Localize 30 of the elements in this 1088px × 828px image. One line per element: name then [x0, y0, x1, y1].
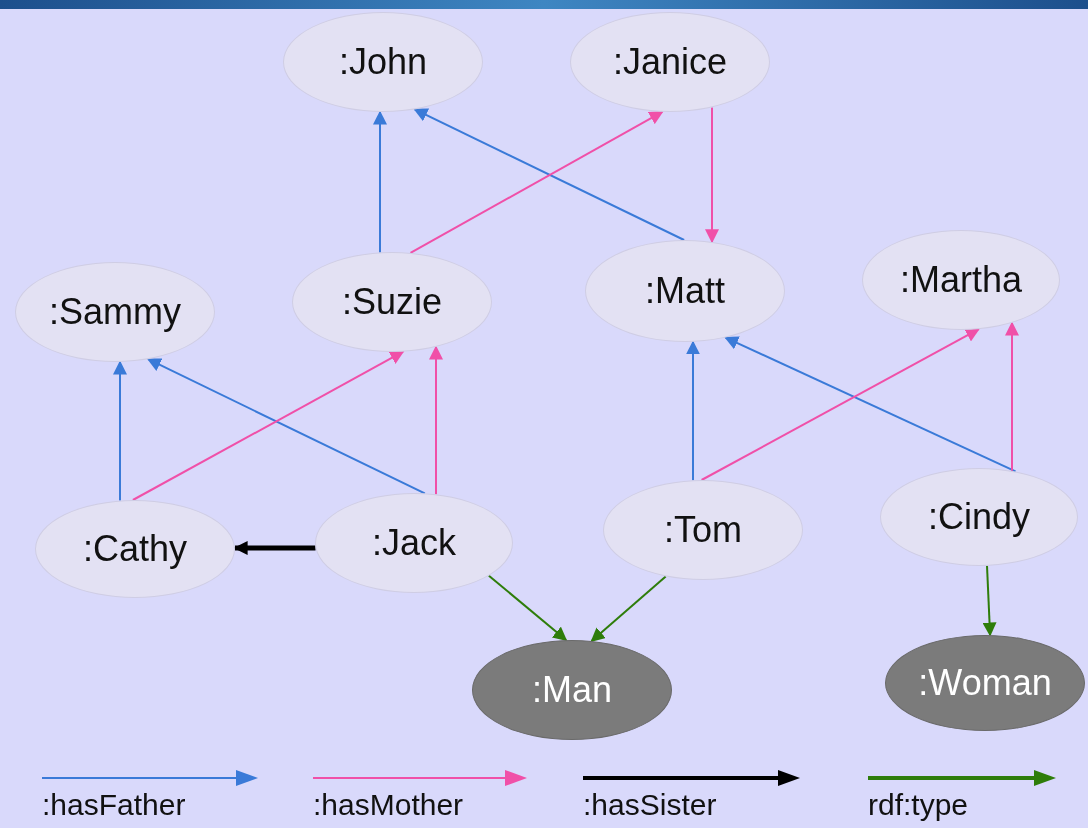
legend-label: :hasFather — [42, 790, 186, 820]
arrow — [487, 574, 568, 642]
arrow — [373, 110, 387, 254]
node-label: :Cathy — [82, 528, 187, 570]
node-label: :Sammy — [49, 291, 181, 333]
node-label: :John — [338, 41, 428, 83]
legend-label: :hasMother — [313, 790, 464, 820]
arrow — [590, 575, 667, 642]
arrow — [724, 336, 1017, 473]
arrow — [1005, 321, 1019, 472]
arrow — [113, 360, 127, 502]
arrow — [413, 108, 686, 241]
node-label: :Janice — [612, 41, 728, 83]
arrow — [146, 358, 426, 495]
arrow — [982, 564, 997, 637]
arrow — [131, 350, 405, 501]
arrow — [409, 110, 664, 254]
node-label: :Suzie — [341, 281, 443, 323]
node-label: :Man — [531, 669, 612, 711]
legend-label: rdf:type — [868, 790, 969, 820]
node-label: :Woman — [918, 662, 1052, 704]
arrow — [686, 340, 700, 482]
node-label: :Matt — [645, 270, 725, 312]
legend-label: :hasSister — [583, 790, 717, 820]
node-label: :Tom — [664, 509, 742, 551]
node-label: :Cindy — [927, 496, 1030, 538]
arrow — [233, 541, 316, 555]
node-label: :Jack — [372, 522, 456, 564]
arrow — [700, 328, 980, 481]
node-label: :Martha — [899, 259, 1022, 301]
